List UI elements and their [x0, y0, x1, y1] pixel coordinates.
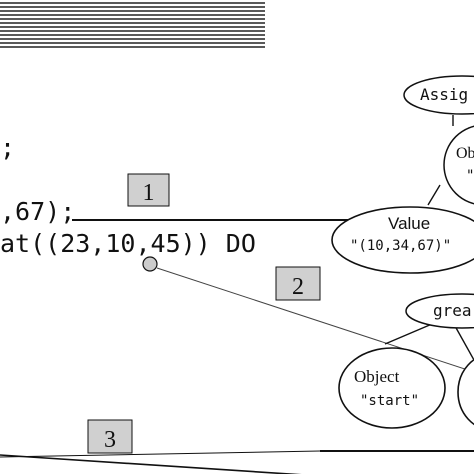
callout-3-label: 3: [104, 427, 116, 453]
node-great: grea: [405, 293, 474, 329]
code-line-2: ,67);: [0, 197, 75, 226]
node-assign-label: Assig: [420, 85, 468, 104]
marker-circle: [142, 256, 158, 272]
node-object-top-value: ": [466, 168, 474, 184]
node-object-start-value: "start": [360, 393, 419, 409]
node-value-label: Value: [388, 214, 430, 233]
node-value: Value "(10,34,67)": [331, 206, 474, 274]
node-object-start: Object "start": [338, 347, 446, 429]
connector-3-lower: [0, 450, 321, 458]
node-object-start-label: Object: [354, 367, 400, 386]
code-line-1: ;: [0, 133, 15, 162]
node-partial-right: [457, 358, 474, 426]
code-line-3: at((23,10,45)) DO: [0, 229, 256, 258]
node-object-top: Ob ": [443, 125, 474, 205]
callout-box-1: 1: [127, 173, 170, 207]
callout-2-label: 2: [292, 274, 304, 300]
connector-3: [0, 454, 302, 474]
tree-edges: [384, 115, 474, 361]
striped-banner: [0, 2, 265, 48]
callout-box-2: 2: [275, 266, 321, 301]
node-object-top-label: Ob: [456, 145, 474, 162]
node-great-label: grea: [433, 301, 472, 320]
callout-1-label: 1: [143, 180, 155, 206]
node-value-text: "(10,34,67)": [350, 238, 451, 254]
callout-box-3: 3: [87, 419, 133, 454]
node-assign: Assig: [403, 75, 474, 115]
